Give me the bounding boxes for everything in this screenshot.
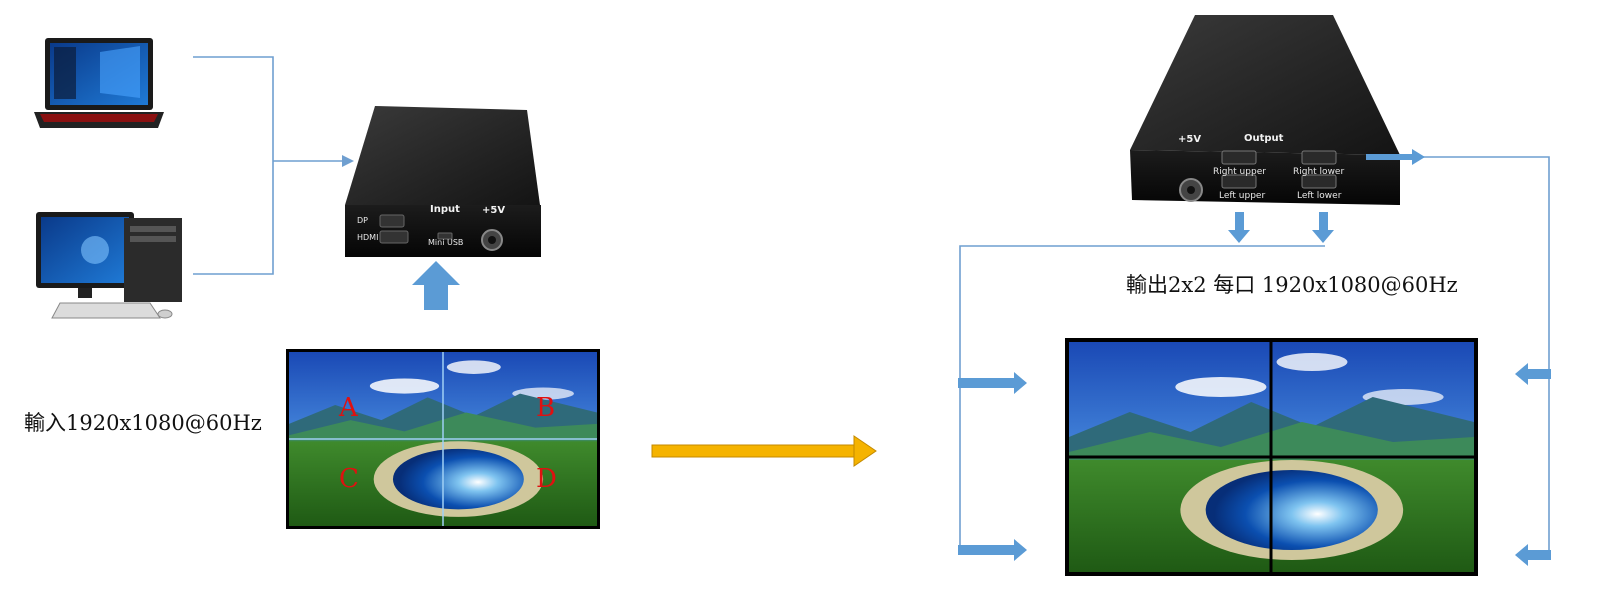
screen-left-arrow-top: [958, 372, 1027, 394]
right-lower-label: Right lower: [1293, 167, 1344, 177]
hdmi-port: [379, 230, 409, 244]
main-process-arrow: [651, 435, 877, 467]
dp-port-label: DP: [357, 216, 368, 225]
output-right-arrow: [1366, 149, 1425, 165]
input-screen: A B C D: [286, 349, 600, 529]
left-upper-port: [1221, 174, 1257, 189]
laptop-icon: [34, 38, 164, 128]
left-upper-label: Left upper: [1219, 191, 1265, 201]
screen-left-arrow-bottom: [958, 539, 1027, 561]
output-power-label: +5V: [1178, 134, 1201, 145]
output-down-arrow-1: [1228, 212, 1250, 243]
laptop-connector-line: [193, 56, 274, 275]
mini-usb-label: Mini USB: [428, 238, 463, 247]
desktop-pc-icon: [36, 212, 182, 319]
right-upper-port: [1221, 150, 1257, 165]
input-up-arrow: [412, 261, 460, 310]
source-merge-arrowhead: [342, 155, 354, 167]
input-label: Input: [430, 204, 460, 215]
quadrant-label-b: B: [536, 393, 555, 423]
input-converter-box: DP HDMI Input Mini USB +5V: [345, 106, 541, 257]
output-label: Output: [1244, 133, 1284, 144]
right-upper-label: Right upper: [1213, 167, 1266, 177]
output-down-arrow-2: [1312, 212, 1334, 243]
quadrant-label-c: C: [339, 464, 359, 494]
dp-port: [379, 214, 405, 228]
input-connector-lines: [193, 56, 344, 275]
output-block-arrows: [958, 149, 1551, 566]
right-lower-port: [1301, 150, 1337, 165]
left-lower-port: [1301, 174, 1337, 189]
quadrant-label-a: A: [338, 393, 359, 423]
screen-right-arrow-top: [1515, 363, 1551, 385]
output-connector-lines: [959, 156, 1550, 551]
hdmi-port-label: HDMI: [357, 233, 378, 242]
left-lower-label: Left lower: [1297, 191, 1342, 201]
screen-right-arrow-bottom: [1515, 544, 1551, 566]
output-video-wall: [1065, 338, 1478, 576]
quadrant-label-d: D: [536, 464, 557, 494]
output-resolution-label: 輸出2x2 每口 1920x1080@60Hz: [1126, 273, 1458, 297]
output-converter-box: +5V Output Right upper Right lower Left …: [1130, 15, 1400, 205]
power-label: +5V: [482, 205, 505, 216]
mini-usb-port: [437, 232, 453, 240]
input-resolution-label: 輸入1920x1080@60Hz: [24, 411, 262, 435]
